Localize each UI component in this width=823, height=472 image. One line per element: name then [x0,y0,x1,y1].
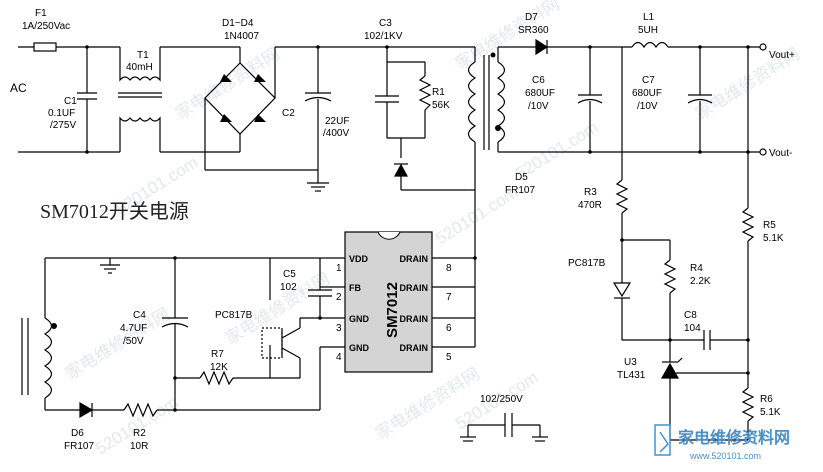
label-c7-ref: C7 [642,75,655,86]
ic-pin-name: DRAIN [400,283,429,293]
label-vout-minus: Vout- [769,148,792,159]
label-r3-value: 470R [578,200,602,211]
label-r7-value: 12K [210,362,228,373]
label-c7-value: 680UF [632,88,662,99]
label-ycap-value: 102/250V [480,394,523,405]
label-t1-ref: T1 [137,50,149,61]
label-r5-value: 5.1K [763,233,784,244]
label-c3-ref: C3 [379,18,392,29]
watermark-text: 家电维修资料网 [172,44,283,123]
label-r1-ref: R1 [432,87,445,98]
ic-sm7012: SM7012 VDD FB GND GND DRAIN DRAIN DRAIN … [336,231,452,373]
label-l1-ref: L1 [643,12,655,23]
label-c1-value2: /275V [50,120,76,131]
label-d6-ref: D6 [71,428,84,439]
ic-pin-num: 7 [446,292,452,303]
label-r1-value: 56K [432,100,450,111]
ic-pin-num: 1 [336,263,342,274]
label-c5-ref: C5 [283,269,296,280]
label-r2-ref: R2 [133,428,146,439]
label-c6-value2: /10V [528,101,549,112]
label-c6-value: 680UF [525,88,555,99]
ic-pin-name: GND [349,314,370,324]
ic-name: SM7012 [384,282,401,338]
label-t1-value: 40mH [126,62,153,73]
site-logo: 家电维修资料网 www.520101.com [654,424,790,461]
ic-pin-name: GND [349,343,370,353]
ic-pin-num: 6 [446,323,452,334]
label-c8-ref: C8 [684,310,697,321]
watermark-layer: 520101.com 家电维修资料网 家电维修资料网 520101.com 52… [62,0,803,458]
label-vout-plus: Vout+ [769,50,795,61]
logo-url: www.520101.com [689,451,761,461]
label-c4-value2: /50V [123,336,144,347]
ic-pin-num: 2 [336,292,342,303]
label-c4-value: 4.7UF [120,323,147,334]
label-r2-value: 10R [130,441,148,452]
label-d7-ref: D7 [525,12,538,23]
label-r5-ref: R5 [763,220,776,231]
label-d5-value: FR107 [505,185,535,196]
ic-pin-num: 8 [446,263,452,274]
ic-pin-num: 4 [336,352,342,363]
label-c6-ref: C6 [532,75,545,86]
label-r6-value: 5.1K [760,407,781,418]
watermark-text: 家电维修资料网 [222,269,333,348]
label-f1-ref: F1 [35,8,47,19]
ic-pin-name: DRAIN [400,254,429,264]
label-f1-value: 1A/250Vac [22,21,70,32]
ic-pin-num: 3 [336,323,342,334]
label-pc817b-primary: PC817B [215,310,253,321]
label-c8-value: 104 [684,323,701,334]
logo-text: 家电维修资料网 [678,428,790,447]
ic-pin-num: 5 [446,352,452,363]
label-d5-ref: D5 [515,172,528,183]
component-labels: SM7012开关电源 AC F1 1A/250Vac T1 40mH D1~D4… [10,8,795,452]
label-c4-ref: C4 [133,310,146,321]
label-c2-value2: /400V [323,128,349,139]
label-r3-ref: R3 [584,187,597,198]
label-pc817b-secondary: PC817B [568,258,606,269]
watermark-text: 家电维修资料网 [452,0,563,73]
ac-label: AC [10,81,27,95]
ic-pin-name: DRAIN [400,314,429,324]
label-c2-value: 22UF [325,116,349,127]
label-d1d4-value: 1N4007 [224,31,259,42]
ic-pin-name: DRAIN [400,343,429,353]
label-d7-value: SR360 [518,25,549,36]
label-c3-value: 102/1KV [364,31,403,42]
label-c1-value: 0.1UF [48,108,75,119]
junction-dots [51,45,750,412]
label-u3-ref: U3 [624,357,637,368]
label-r6-ref: R6 [760,394,773,405]
label-l1-value: 5UH [638,25,658,36]
label-r7-ref: R7 [211,349,224,360]
label-r4-value: 2.2K [690,276,711,287]
label-d6-value: FR107 [64,441,94,452]
ic-pin-name: FB [349,283,361,293]
label-c5-value: 102 [280,282,297,293]
label-c2-ref: C2 [282,108,295,119]
label-u3-value: TL431 [617,370,646,381]
ic-pin-name: VDD [349,254,369,264]
page-title: SM7012开关电源 [40,200,189,223]
label-d1d4-ref: D1~D4 [222,18,254,29]
label-c7-value2: /10V [637,101,658,112]
label-r4-ref: R4 [690,263,703,274]
label-c1-ref: C1 [64,96,77,107]
watermark-text: 家电维修资料网 [62,304,173,383]
watermark-text: 家电维修资料网 [372,364,483,443]
